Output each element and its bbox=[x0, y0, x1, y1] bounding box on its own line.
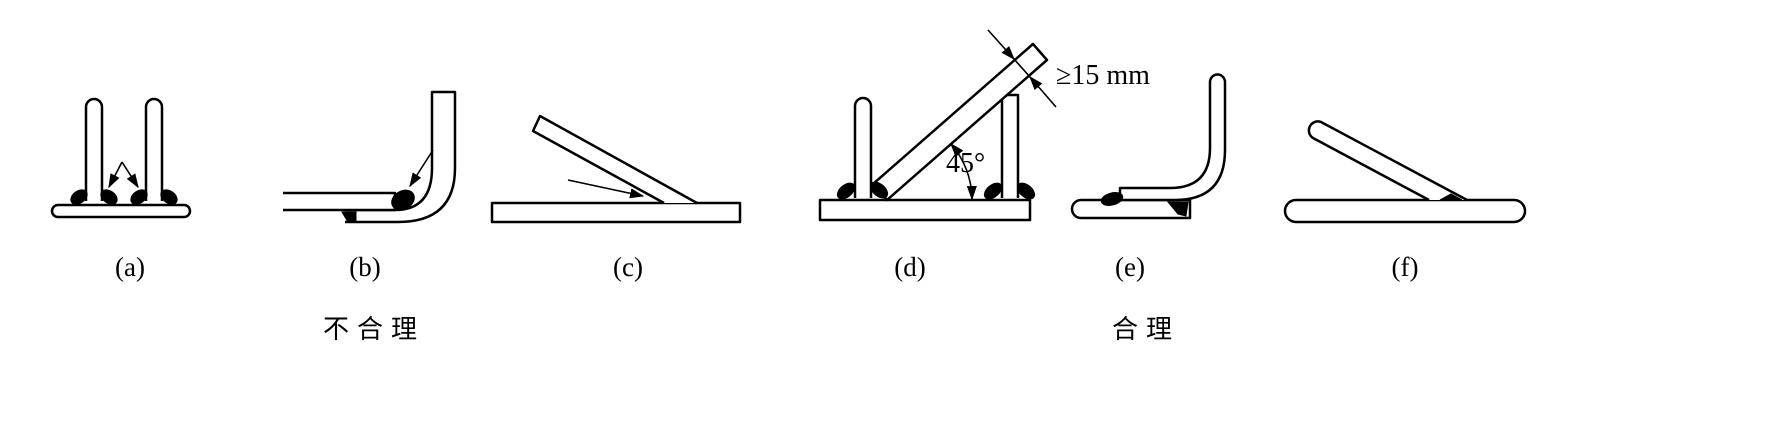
panel-label: (c) bbox=[613, 252, 643, 282]
thickness-annotation: ≥15 mm bbox=[1056, 60, 1150, 91]
group-label-reasonable: 合理 bbox=[1112, 315, 1180, 345]
weld-bead bbox=[100, 189, 118, 205]
base-plate bbox=[818, 198, 1032, 222]
weld-bead bbox=[341, 211, 357, 223]
angle-arc bbox=[950, 142, 977, 201]
panel-d: ≥15 mm 45° (d) bbox=[818, 29, 1150, 282]
group-label-unreasonable: 不合理 bbox=[323, 315, 425, 345]
panel-c: (c) bbox=[490, 114, 742, 282]
weld-bead bbox=[1166, 201, 1189, 217]
thickness-dimension-arrow bbox=[987, 29, 1015, 61]
base-plate bbox=[490, 201, 742, 224]
flat-plate bbox=[1070, 198, 1192, 220]
bent-plate bbox=[1118, 73, 1227, 202]
vertical-rod-left bbox=[84, 97, 104, 201]
weld-bead bbox=[983, 182, 1003, 200]
panel-e: (e) bbox=[1070, 73, 1227, 282]
panel-label: (b) bbox=[349, 252, 380, 282]
pointer-arrow bbox=[409, 149, 434, 188]
weld-bead bbox=[1439, 193, 1463, 201]
pointer-arrow bbox=[121, 161, 139, 189]
panel-label: (f) bbox=[1392, 252, 1419, 282]
weld-bead bbox=[836, 182, 856, 200]
thickness-dimension-arrow bbox=[1029, 75, 1057, 108]
panel-label: (a) bbox=[115, 252, 145, 282]
panel-f: (f) bbox=[1283, 120, 1527, 282]
vertical-rod-right bbox=[1000, 93, 1020, 198]
bent-plate bbox=[345, 90, 457, 224]
weld-bead bbox=[130, 189, 148, 205]
weld-bead bbox=[1100, 192, 1124, 206]
panel-a: (a) bbox=[50, 97, 192, 282]
inclined-plate bbox=[531, 114, 698, 205]
weld-bead bbox=[1016, 182, 1036, 200]
weld-bead bbox=[160, 189, 178, 205]
inclined-plate bbox=[1307, 120, 1468, 202]
thickness-dimension-line bbox=[1013, 58, 1031, 78]
weld-bead bbox=[70, 189, 88, 205]
base-plate bbox=[1283, 198, 1527, 224]
vertical-rod-right bbox=[144, 97, 164, 201]
panel-label: (e) bbox=[1115, 252, 1145, 282]
base-plate bbox=[50, 203, 192, 219]
flat-plate bbox=[283, 191, 397, 212]
panel-label: (d) bbox=[894, 252, 925, 282]
vertical-rod-left bbox=[853, 96, 873, 198]
panel-b: (b) bbox=[283, 90, 457, 282]
pointer-arrow bbox=[108, 161, 123, 189]
pointer-arrow bbox=[567, 179, 645, 199]
angle-annotation: 45° bbox=[946, 148, 985, 179]
weld-bead bbox=[869, 181, 889, 199]
weld-bead bbox=[391, 189, 415, 211]
